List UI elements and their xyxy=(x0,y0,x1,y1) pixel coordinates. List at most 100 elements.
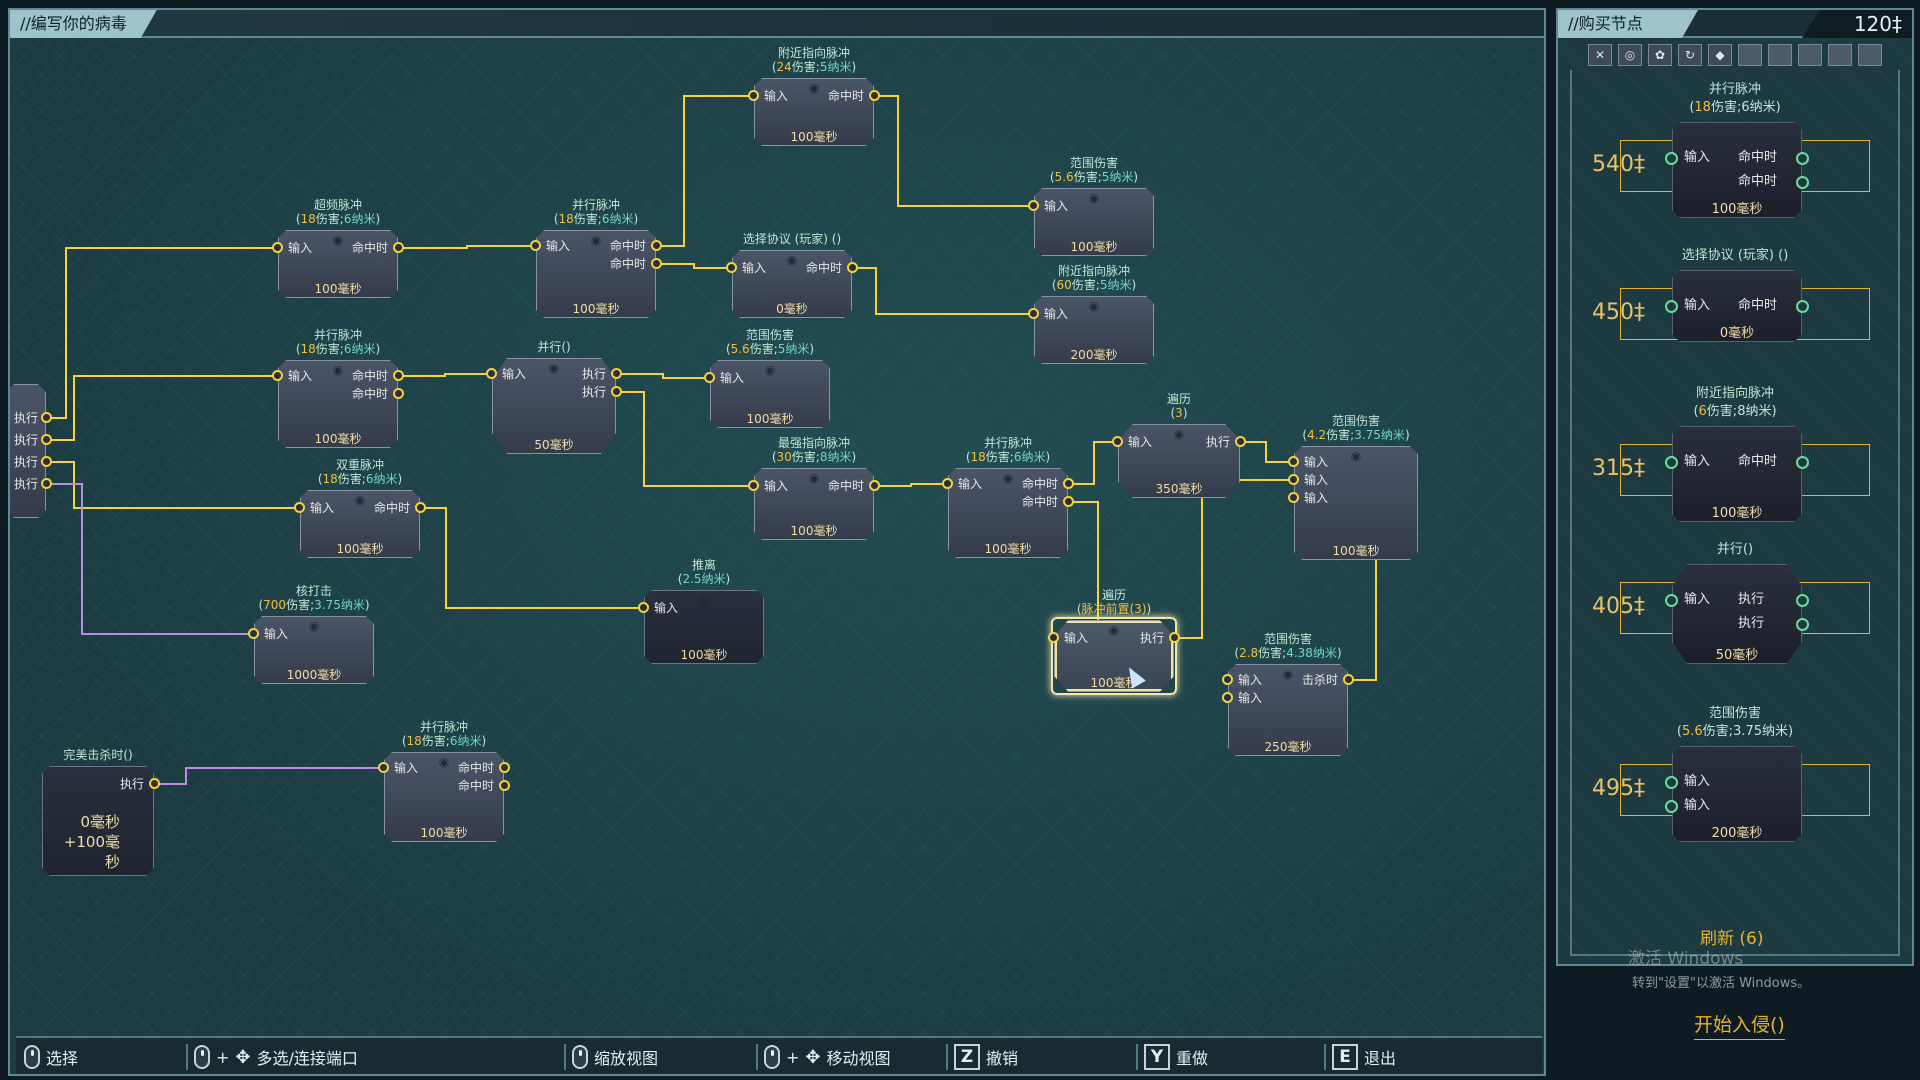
filter-empty-slot[interactable] xyxy=(1768,44,1792,66)
output-port[interactable] xyxy=(611,386,622,397)
input-port[interactable] xyxy=(294,502,305,513)
input-port[interactable] xyxy=(942,478,953,489)
filter-target-icon[interactable]: ◎ xyxy=(1618,44,1642,66)
output-port[interactable] xyxy=(1235,436,1246,447)
output-port[interactable] xyxy=(1343,674,1354,685)
output-port[interactable] xyxy=(393,370,404,381)
node-stat-part: ( xyxy=(677,572,683,586)
start-output-port[interactable] xyxy=(41,456,52,467)
output-port[interactable] xyxy=(869,90,880,101)
output-port[interactable] xyxy=(1169,632,1180,643)
node-stat-part: 3 xyxy=(1175,406,1183,420)
input-port[interactable] xyxy=(486,368,497,379)
shop-node-preview[interactable] xyxy=(1672,122,1802,218)
input-port[interactable] xyxy=(748,480,759,491)
output-port[interactable] xyxy=(393,242,404,253)
filter-empty-slot[interactable] xyxy=(1858,44,1882,66)
filter-bug-icon[interactable]: ✕ xyxy=(1588,44,1612,66)
node-timer: 100毫秒 xyxy=(1332,544,1380,558)
output-port[interactable] xyxy=(415,502,426,513)
input-port[interactable] xyxy=(1288,456,1299,467)
filter-empty-slot[interactable] xyxy=(1798,44,1822,66)
filter-empty-slot[interactable] xyxy=(1828,44,1852,66)
node-body xyxy=(732,250,852,318)
output-port[interactable] xyxy=(1063,496,1074,507)
node-timer: 200毫秒 xyxy=(1070,348,1118,362)
filter-empty-slot[interactable] xyxy=(1738,44,1762,66)
input-port[interactable] xyxy=(272,242,283,253)
input-port[interactable] xyxy=(272,370,283,381)
shop-input-label: 输入 xyxy=(1684,592,1711,607)
shop-node-preview[interactable] xyxy=(1672,426,1802,522)
output-port[interactable] xyxy=(499,762,510,773)
refresh-shop-button[interactable]: 刷新 (6) xyxy=(1700,929,1764,949)
node-n19[interactable]: 完美击杀时()执行 xyxy=(42,748,160,876)
input-port[interactable] xyxy=(1048,632,1059,643)
shop-input-port xyxy=(1665,300,1678,313)
output-port[interactable] xyxy=(651,240,662,251)
shop-stat-part: 伤害; xyxy=(1710,100,1742,115)
output-port[interactable] xyxy=(393,388,404,399)
start-node[interactable]: 执行执行执行执行 xyxy=(8,384,52,518)
filter-cycle-icon[interactable]: ↻ xyxy=(1678,44,1702,66)
input-port[interactable] xyxy=(1288,492,1299,503)
output-port[interactable] xyxy=(1063,478,1074,489)
start-output-port[interactable] xyxy=(41,412,52,423)
output-port[interactable] xyxy=(847,262,858,273)
input-port[interactable] xyxy=(638,602,649,613)
input-port[interactable] xyxy=(726,262,737,273)
help-label: 撤销 xyxy=(986,1049,1019,1068)
input-port[interactable] xyxy=(1222,692,1233,703)
start-output-port[interactable] xyxy=(41,478,52,489)
node-stat-part: ( xyxy=(295,212,301,226)
input-port[interactable] xyxy=(704,372,715,383)
input-port[interactable] xyxy=(530,240,541,251)
input-port[interactable] xyxy=(1222,674,1233,685)
start-invasion-button[interactable]: 开始入侵() xyxy=(1694,1010,1785,1040)
output-port[interactable] xyxy=(499,780,510,791)
filter-fish-icon[interactable]: ◆ xyxy=(1708,44,1732,66)
input-port[interactable] xyxy=(748,90,759,101)
filter-cluster-icon[interactable]: ✿ xyxy=(1648,44,1672,66)
input-port[interactable] xyxy=(1028,200,1039,211)
output-port[interactable] xyxy=(651,258,662,269)
input-port[interactable] xyxy=(378,762,389,773)
input-port[interactable] xyxy=(1288,474,1299,485)
start-output-port[interactable] xyxy=(41,434,52,445)
input-port[interactable] xyxy=(1028,308,1039,319)
node-body xyxy=(254,616,374,684)
shop-node-preview[interactable] xyxy=(1672,564,1802,664)
input-port-label: 输入 xyxy=(288,241,313,255)
output-port[interactable] xyxy=(149,778,160,789)
output-port[interactable] xyxy=(869,480,880,491)
output-port[interactable] xyxy=(611,368,622,379)
shop-node-preview[interactable] xyxy=(1672,746,1802,842)
input-port[interactable] xyxy=(1112,436,1123,447)
input-port[interactable] xyxy=(248,628,259,639)
